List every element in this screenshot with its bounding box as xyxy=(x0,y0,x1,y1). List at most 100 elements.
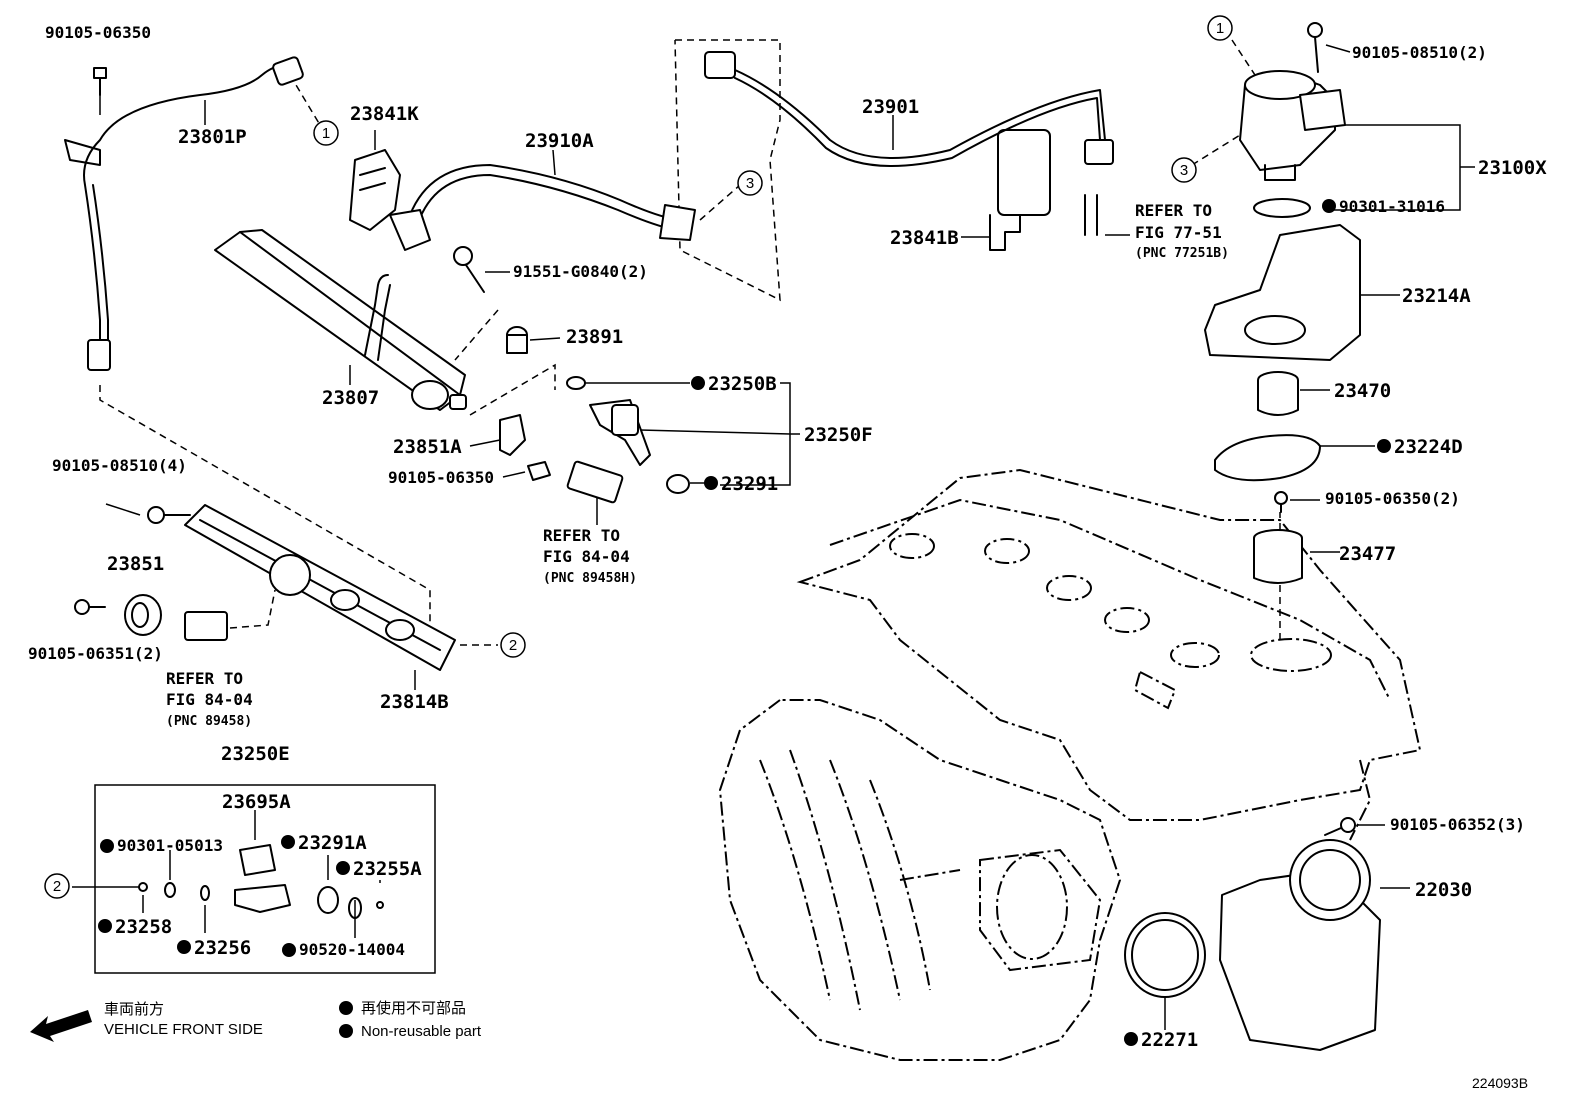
seal-23291 xyxy=(666,474,690,494)
lifter-23470 xyxy=(1257,371,1299,416)
label-90301-05013: 90301-05013 xyxy=(117,836,223,855)
svg-text:Non-reusable part: Non-reusable part xyxy=(361,1023,482,1040)
svg-text:1: 1 xyxy=(1216,20,1224,37)
svg-text:(PNC 89458H): (PNC 89458H) xyxy=(543,571,637,586)
label-23291: 23291 xyxy=(721,473,778,495)
label-90105-08510-2: 90105-08510(2) xyxy=(1352,43,1487,62)
svg-text:3: 3 xyxy=(1180,162,1188,179)
bolt-90105-08510-4 xyxy=(147,506,191,524)
delivery-pipe-23814b xyxy=(184,504,456,671)
label-23841k: 23841K xyxy=(350,103,419,125)
sensor-fig84-04-lower xyxy=(184,611,228,641)
fuel-pipe-23801p xyxy=(64,56,304,371)
svg-text:車両前方: 車両前方 xyxy=(104,1001,164,1018)
label-23250b: 23250B xyxy=(708,373,777,395)
gasket-22271 xyxy=(1124,912,1206,998)
label-90105-06350-mid: 90105-06350 xyxy=(388,468,494,487)
spacer-23891 xyxy=(506,326,528,354)
label-23695a: 23695A xyxy=(222,791,291,813)
svg-text:FIG 84-04: FIG 84-04 xyxy=(166,690,253,709)
connector-23841k xyxy=(349,149,401,231)
kit-box-23250e xyxy=(94,784,436,974)
label-22271: 22271 xyxy=(1141,1029,1198,1051)
oring-90301-31016 xyxy=(1253,198,1311,218)
sensor-fig84-04-upper xyxy=(566,460,624,504)
label-23851a: 23851A xyxy=(393,436,462,458)
label-91551-g0840: 91551-G0840(2) xyxy=(513,262,648,281)
label-90105-06350-2: 90105-06350(2) xyxy=(1325,489,1460,508)
vehicle-front-legend: 車両前方 VEHICLE FRONT SIDE xyxy=(30,1001,263,1042)
reference-fig84-04-pnc89458: REFER TO FIG 84-04 (PNC 89458) xyxy=(166,669,253,729)
hose-23910a xyxy=(389,164,696,251)
oring-23250b xyxy=(566,376,586,390)
label-23851: 23851 xyxy=(107,553,164,575)
svg-text:VEHICLE FRONT SIDE: VEHICLE FRONT SIDE xyxy=(104,1021,263,1038)
fuel-rail-23807 xyxy=(214,229,467,411)
hose-23901 xyxy=(704,51,1114,167)
throttle-body-22030 xyxy=(1219,839,1381,1051)
label-90520-14004: 90520-14004 xyxy=(299,940,405,959)
bolt-90105-06351 xyxy=(74,599,106,615)
svg-text:REFER TO: REFER TO xyxy=(543,526,620,545)
kit-parts xyxy=(138,844,384,919)
screw-91551-g0840 xyxy=(453,246,485,293)
callout-1-pump: 1 xyxy=(1207,15,1233,41)
label-23891: 23891 xyxy=(566,326,623,348)
label-23100x: 23100X xyxy=(1478,157,1547,179)
svg-text:REFER TO: REFER TO xyxy=(166,669,243,688)
bracket-23214a xyxy=(1204,224,1361,361)
bolt-90105-06350-2 xyxy=(1274,491,1288,513)
svg-text:1: 1 xyxy=(322,125,330,142)
gasket-23224d xyxy=(1214,434,1321,482)
label-23255a: 23255A xyxy=(353,858,422,880)
callout-2-kit: 2 xyxy=(44,873,70,899)
bolt-90105-06350-mid xyxy=(527,461,551,481)
label-22030: 22030 xyxy=(1415,879,1472,901)
svg-text:3: 3 xyxy=(746,175,754,192)
svg-text:FIG 77-51: FIG 77-51 xyxy=(1135,223,1222,242)
callout-3-pump: 3 xyxy=(1171,157,1197,183)
injector-23250f xyxy=(589,399,651,466)
label-23256: 23256 xyxy=(194,937,251,959)
bolt-90105-06350-top xyxy=(93,67,107,96)
non-reusable-markers xyxy=(98,199,1391,1046)
bolt-90105-06352 xyxy=(1324,817,1356,836)
front-arrow-icon xyxy=(30,1010,92,1042)
label-23258: 23258 xyxy=(115,916,172,938)
label-23250e: 23250E xyxy=(221,743,290,765)
label-90301-31016: 90301-31016 xyxy=(1339,197,1445,216)
bolt-90105-08510-2 xyxy=(1307,22,1323,73)
diagram-id: 224093B xyxy=(1472,1075,1528,1091)
label-23801p: 23801P xyxy=(178,126,247,148)
svg-text:2: 2 xyxy=(53,878,61,895)
label-23477: 23477 xyxy=(1339,543,1396,565)
svg-text:REFER TO: REFER TO xyxy=(1135,201,1212,220)
label-90105-06351: 90105-06351(2) xyxy=(28,644,163,663)
leader-lines xyxy=(72,39,1475,1030)
callout-3-hose: 3 xyxy=(737,170,763,196)
reference-fig84-04-pnc89458h: REFER TO FIG 84-04 (PNC 89458H) xyxy=(543,526,637,586)
part-labels: 90105-06350 23801P 23841K 23910A 23901 9… xyxy=(28,23,1547,1051)
non-reusable-legend: 再使用不可部品 Non-reusable part xyxy=(361,1000,482,1040)
engine-block-outline xyxy=(718,468,1422,1061)
label-90105-06350: 90105-06350 xyxy=(45,23,151,42)
svg-text:再使用不可部品: 再使用不可部品 xyxy=(361,1000,466,1017)
pump-23100x xyxy=(1239,70,1346,181)
reference-fig77-51: REFER TO FIG 77-51 (PNC 77251B) xyxy=(1135,201,1229,261)
svg-text:FIG 84-04: FIG 84-04 xyxy=(543,547,630,566)
svg-text:(PNC 89458): (PNC 89458) xyxy=(166,714,252,729)
label-23814b: 23814B xyxy=(380,691,449,713)
label-23470: 23470 xyxy=(1334,380,1391,402)
label-23250f: 23250F xyxy=(804,424,873,446)
label-23841b: 23841B xyxy=(890,227,959,249)
insulator-23851 xyxy=(124,594,162,636)
tube-fig77-51 xyxy=(1084,194,1098,236)
holder-23477 xyxy=(1253,529,1303,584)
callout-1-top-left: 1 xyxy=(313,120,339,146)
callout-2-rail: 2 xyxy=(500,632,526,658)
label-90105-06352: 90105-06352(3) xyxy=(1390,815,1525,834)
connector-23841b xyxy=(989,129,1051,251)
label-23901: 23901 xyxy=(862,96,919,118)
svg-text:(PNC 77251B): (PNC 77251B) xyxy=(1135,246,1229,261)
